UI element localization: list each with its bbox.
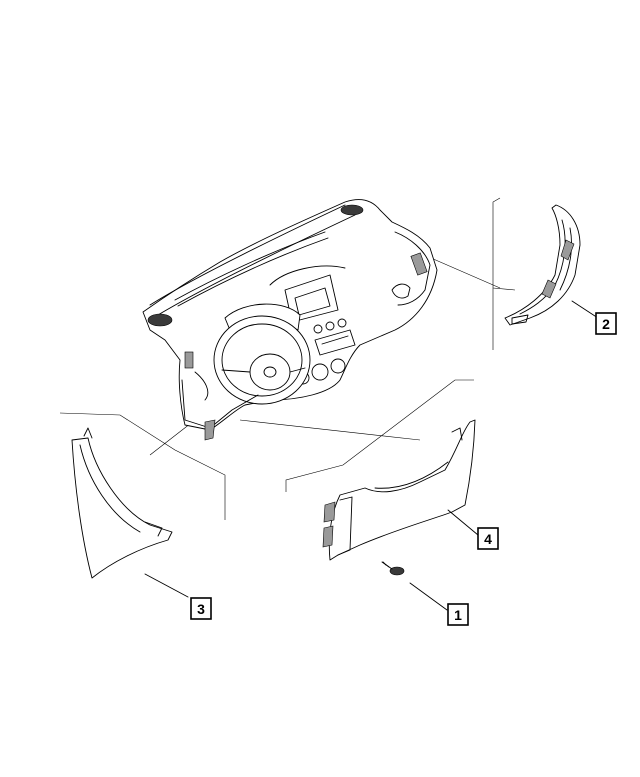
part-2-side-trim [504,204,581,326]
callout-2-label: 2 [602,316,610,332]
callout-1: 1 [447,603,469,626]
callout-4-label: 4 [484,531,492,547]
section-frame-lines [59,197,516,520]
part-3-knee-panel [71,427,173,579]
part-1-screw [381,561,405,576]
part-4-lower-panel [322,419,476,561]
callout-1-label: 1 [454,607,462,623]
leader-lines [144,300,599,611]
callout-3: 3 [190,597,212,620]
callout-2: 2 [595,312,617,335]
dashboard-assembly [142,199,438,441]
callout-4: 4 [477,527,499,550]
callout-3-label: 3 [197,601,205,617]
